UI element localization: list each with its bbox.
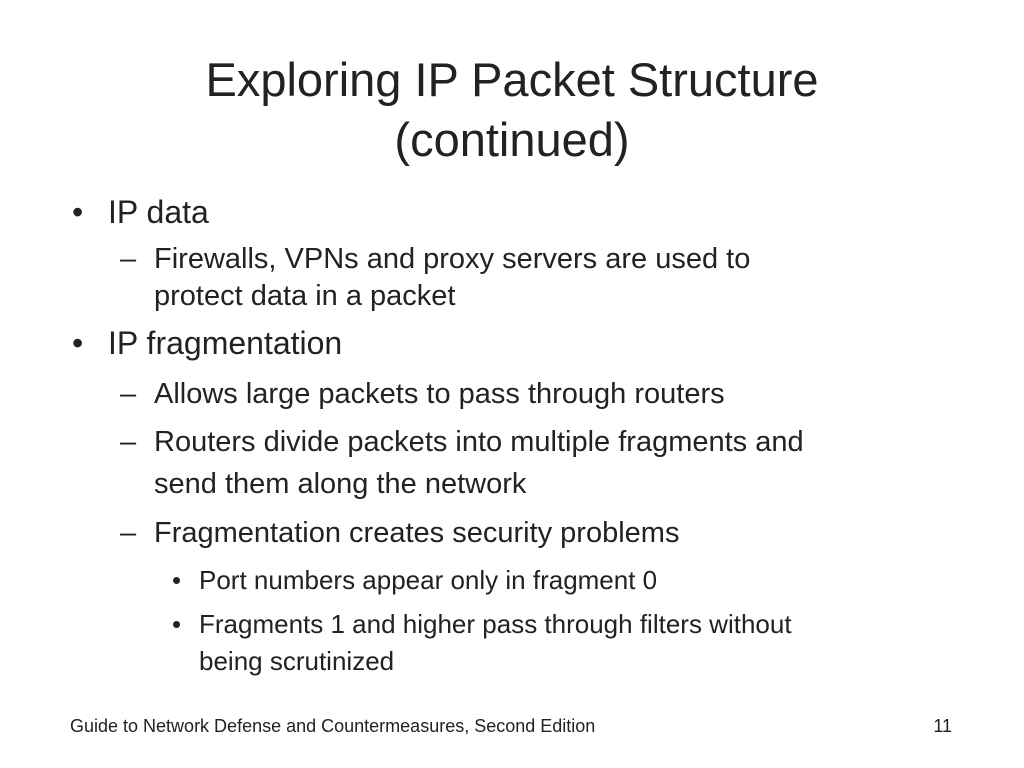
footer-book-title: Guide to Network Defense and Countermeas…: [70, 716, 596, 736]
dash-icon: –: [120, 517, 137, 549]
list-item-routers-divide-line-1: Routers divide packets into multiple fra…: [154, 426, 804, 458]
list-item-firewalls-line-1: Firewalls, VPNs and proxy servers are us…: [154, 243, 751, 275]
list-item-fragments-line-2: being scrutinized: [199, 646, 395, 676]
list-item-large-packets: Allows large packets to pass through rou…: [154, 378, 725, 410]
list-item-fragments-line-1: Fragments 1 and higher pass through filt…: [199, 609, 792, 639]
list-item-fragmentation-security: Fragmentation creates security problems: [154, 517, 680, 549]
slide-title-line-1: Exploring IP Packet Structure: [205, 53, 819, 106]
list-item-port-numbers: Port numbers appear only in fragment 0: [199, 565, 658, 595]
list-item-firewalls-line-2: protect data in a packet: [154, 280, 456, 312]
list-item-routers-divide-line-2: send them along the network: [154, 468, 527, 500]
list-item-ip-fragmentation: IP fragmentation: [108, 325, 343, 361]
dash-icon: –: [120, 426, 137, 458]
bullet-icon: •: [72, 194, 84, 230]
slide-title: Exploring IP Packet Structure (continued…: [0, 50, 1024, 170]
slide-title-line-2: (continued): [394, 113, 630, 166]
bullet-icon: •: [72, 325, 84, 361]
page-number: 11: [933, 716, 952, 736]
bullet-icon: •: [172, 565, 182, 595]
dash-icon: –: [120, 243, 137, 275]
dash-icon: –: [120, 378, 137, 410]
list-item-ip-data: IP data: [108, 194, 209, 230]
bullet-icon: •: [172, 609, 182, 639]
